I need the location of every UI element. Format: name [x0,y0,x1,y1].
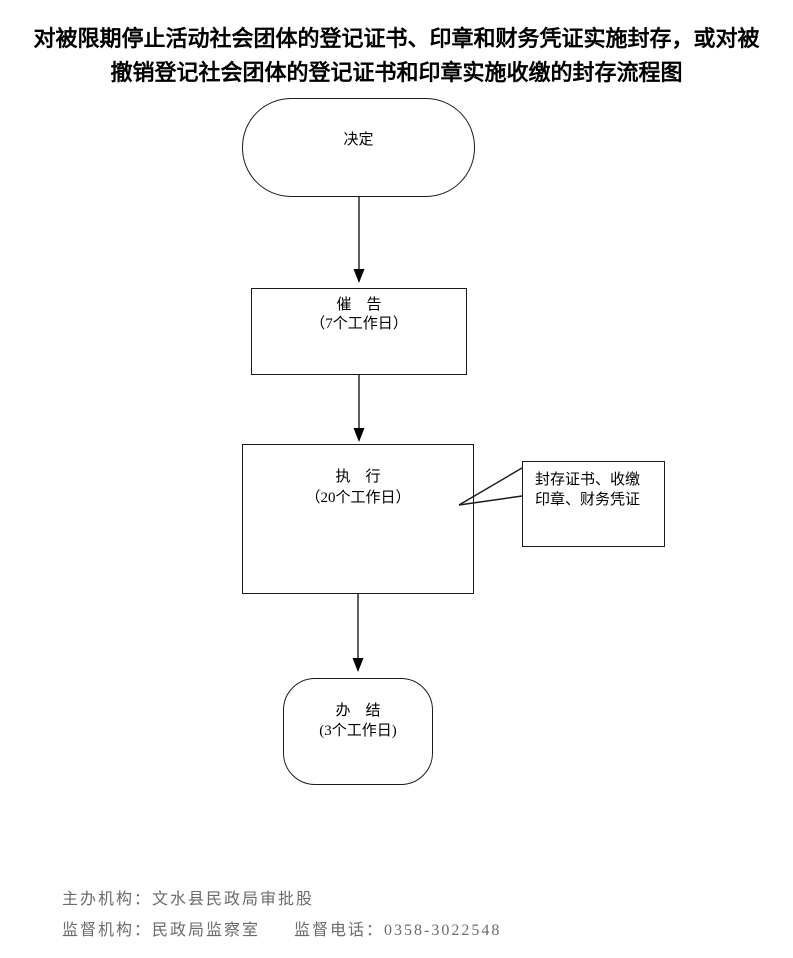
phone-label: 监督电话： [294,922,385,939]
footer-organizer-line: 主办机构：文水县民政局审批股 [62,884,501,915]
arrow-execute-to-complete [352,594,364,672]
flow-callout-seal-items: 封存证书、收缴 印章、财务凭证 [522,461,665,547]
complete-label: 办 结 [335,703,381,719]
arrow-decision-to-notice [353,197,365,283]
callout-line-2: 印章、财务凭证 [535,492,641,508]
flow-node-complete: 办 结 (3个工作日) [283,678,433,785]
footer: 主办机构：文水县民政局审批股 监督机构：民政局监察室 监督电话：0358-3022… [62,884,501,946]
page-title: 对被限期停止活动社会团体的登记证书、印章和财务凭证实施封存，或对被 撤销登记社会… [0,22,793,90]
organizer-label: 主办机构： [62,891,153,908]
organizer-value: 文水县民政局审批股 [152,891,315,908]
execute-duration: （20个工作日） [305,490,411,506]
notice-duration: （7个工作日） [310,316,408,332]
flow-node-notice: 催 告 （7个工作日） [251,288,467,375]
page-title-line-2: 撤销登记社会团体的登记证书和印章实施收缴的封存流程图 [110,60,683,85]
complete-duration: (3个工作日) [319,723,397,739]
flow-node-execute: 执 行 （20个工作日） [242,444,474,594]
page-title-line-1: 对被限期停止活动社会团体的登记证书、印章和财务凭证实施封存，或对被 [33,26,760,51]
flow-node-decision: 决定 [242,98,475,197]
callout-line-1: 封存证书、收缴 [535,472,641,488]
supervisor-label: 监督机构： [62,922,153,939]
supervisor-value: 民政局监察室 [152,922,261,939]
footer-supervisor-line: 监督机构：民政局监察室 监督电话：0358-3022548 [62,915,501,946]
notice-label: 催 告 [336,297,382,313]
arrow-notice-to-execute [353,375,365,442]
decision-label: 决定 [343,132,374,148]
execute-label: 执 行 [335,469,381,485]
phone-value: 0358-3022548 [384,922,502,939]
